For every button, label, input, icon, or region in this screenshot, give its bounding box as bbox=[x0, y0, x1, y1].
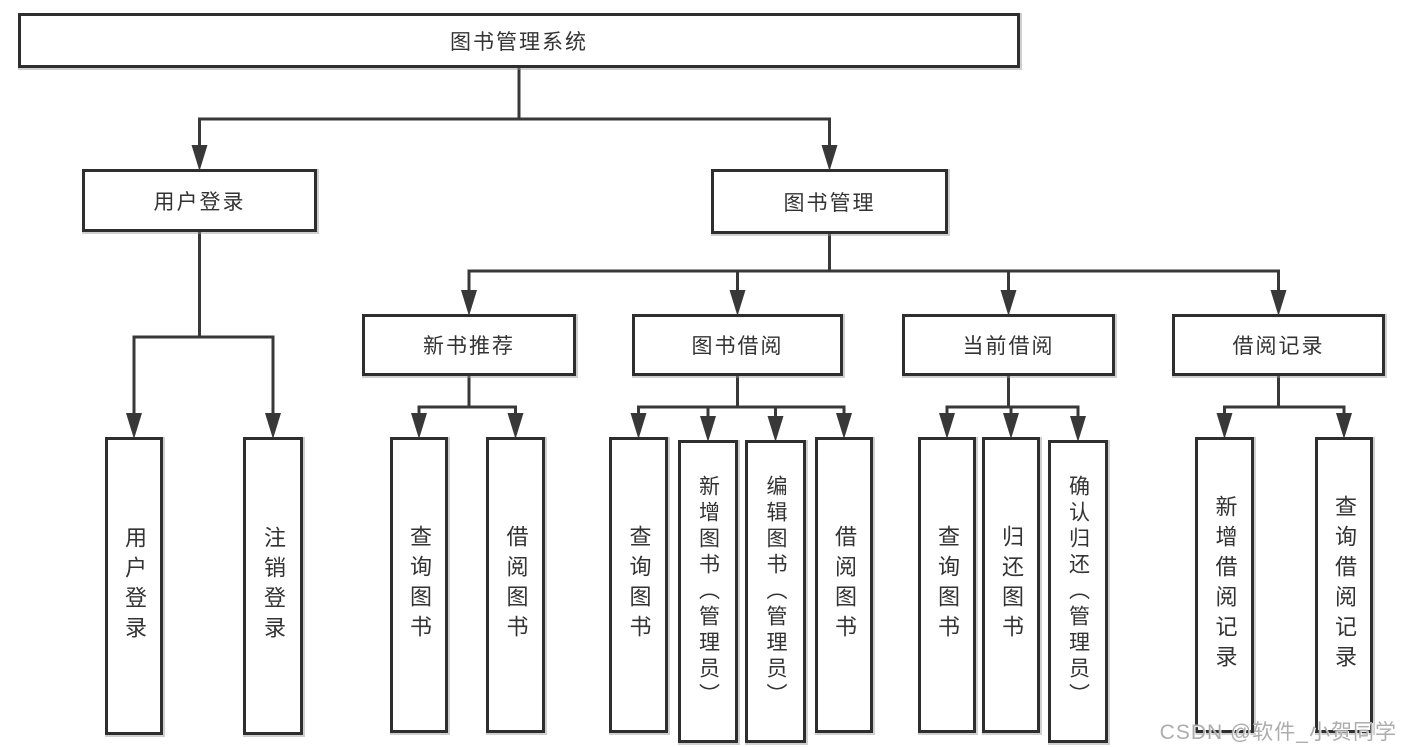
leaf-rec-query-book-label: 查询图书 bbox=[407, 525, 432, 645]
leaf-bb-query-book-label: 查询图书 bbox=[626, 525, 652, 645]
watermark: CSDN @软件_小贺同学 bbox=[1159, 721, 1397, 744]
node-book-borrow-label: 图书借阅 bbox=[691, 335, 784, 358]
leaf-bb-add-book: 新增图书（管理员） bbox=[678, 440, 738, 743]
node-book-borrow: 图书借阅 bbox=[632, 314, 843, 376]
leaf-cb-query-book-label: 查询图书 bbox=[935, 525, 960, 645]
leaf-rec-borrow-book-label: 借阅图书 bbox=[503, 525, 529, 645]
leaf-logout-label: 注销登录 bbox=[261, 526, 286, 646]
node-root: 图书管理系统 bbox=[18, 13, 1020, 68]
leaf-br-add-record-label: 新增借阅记录 bbox=[1212, 495, 1238, 675]
node-new-book-recommend: 新书推荐 bbox=[362, 314, 576, 376]
leaf-br-add-record: 新增借阅记录 bbox=[1195, 437, 1254, 733]
leaf-cb-confirm-return: 确认归还（管理员） bbox=[1048, 440, 1108, 743]
leaf-bb-edit-book: 编辑图书（管理员） bbox=[745, 440, 806, 743]
node-borrow-record-label: 借阅记录 bbox=[1232, 335, 1325, 358]
leaf-user-login: 用户登录 bbox=[105, 437, 163, 735]
leaf-br-query-record-label: 查询借阅记录 bbox=[1332, 495, 1357, 675]
leaf-user-login-label: 用户登录 bbox=[122, 526, 147, 646]
leaf-cb-return-book-label: 归还图书 bbox=[999, 525, 1024, 645]
node-book-management-label: 图书管理 bbox=[783, 191, 876, 215]
node-new-book-recommend-label: 新书推荐 bbox=[423, 335, 515, 358]
leaf-rec-borrow-book: 借阅图书 bbox=[486, 437, 545, 733]
node-current-borrow-label: 当前借阅 bbox=[962, 335, 1055, 358]
leaf-cb-return-book: 归还图书 bbox=[982, 437, 1040, 733]
node-user-login: 用户登录 bbox=[82, 169, 317, 232]
node-current-borrow: 当前借阅 bbox=[902, 314, 1115, 376]
leaf-cb-confirm-return-label: 确认归还（管理员） bbox=[1066, 474, 1090, 709]
leaf-bb-borrow-book: 借阅图书 bbox=[815, 437, 873, 733]
leaf-br-query-record: 查询借阅记录 bbox=[1315, 437, 1373, 733]
leaf-bb-borrow-book-label: 借阅图书 bbox=[832, 525, 857, 645]
leaf-cb-query-book: 查询图书 bbox=[918, 437, 976, 733]
node-borrow-record: 借阅记录 bbox=[1172, 314, 1385, 376]
node-root-label: 图书管理系统 bbox=[450, 30, 588, 54]
leaf-bb-edit-book-label: 编辑图书（管理员） bbox=[764, 474, 787, 709]
leaf-bb-add-book-label: 新增图书（管理员） bbox=[696, 474, 720, 709]
node-book-management: 图书管理 bbox=[711, 169, 948, 234]
leaf-logout: 注销登录 bbox=[243, 437, 303, 735]
leaf-rec-query-book: 查询图书 bbox=[390, 437, 448, 733]
leaf-bb-query-book: 查询图书 bbox=[609, 437, 668, 733]
node-user-login-label: 用户登录 bbox=[153, 190, 246, 214]
